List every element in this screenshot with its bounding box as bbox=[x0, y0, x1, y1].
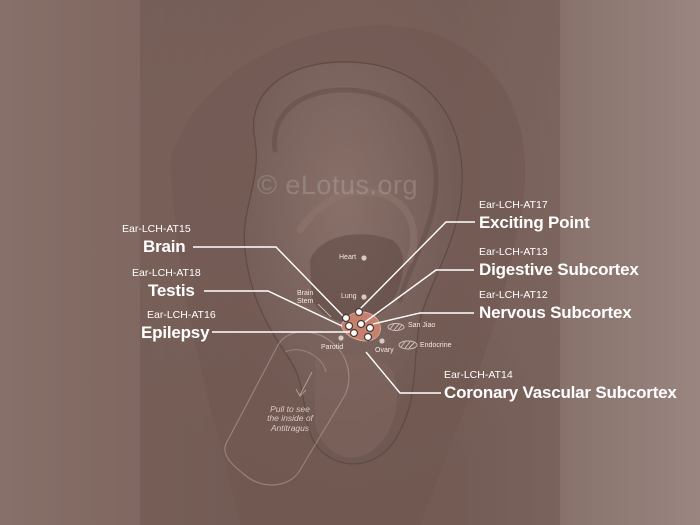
nervous-subcortex-name: Nervous Subcortex bbox=[479, 303, 632, 322]
digestive-subcortex-code: Ear-LCH-AT13 bbox=[479, 246, 548, 258]
coronary-vascular-subcortex-name: Coronary Vascular Subcortex bbox=[444, 383, 677, 402]
exciting-point-code: Ear-LCH-AT17 bbox=[479, 199, 548, 211]
epilepsy-name: Epilepsy bbox=[141, 323, 210, 342]
parotid-label: Parotid bbox=[321, 344, 344, 351]
exciting-point-name: Exciting Point bbox=[479, 213, 590, 232]
brain-stem-label-line1: Brain bbox=[297, 290, 314, 297]
brain-stem-label-line2: Stem bbox=[297, 298, 314, 305]
testis-code: Ear-LCH-AT18 bbox=[132, 267, 201, 279]
brain-name: Brain bbox=[143, 237, 186, 256]
pull-instruction-line3: Antitragus bbox=[270, 422, 310, 433]
pull-instruction-line2: the inside of bbox=[267, 413, 313, 424]
testis-name: Testis bbox=[148, 281, 195, 300]
pull-instruction-line1: Pull to see bbox=[270, 404, 310, 414]
san-jiao-label: San Jiao bbox=[408, 322, 436, 329]
digestive-subcortex-name: Digestive Subcortex bbox=[479, 260, 639, 279]
epilepsy-code: Ear-LCH-AT16 bbox=[147, 309, 216, 321]
pull-instruction: Pull to see the inside of Antitragus bbox=[255, 404, 325, 433]
ovary-label: Ovary bbox=[375, 347, 394, 354]
brain-code: Ear-LCH-AT15 bbox=[122, 223, 191, 235]
endocrine-label: Endocrine bbox=[420, 342, 452, 349]
nervous-subcortex-code: Ear-LCH-AT12 bbox=[479, 289, 548, 301]
coronary-vascular-subcortex-code: Ear-LCH-AT14 bbox=[444, 369, 513, 381]
lung-label: Lung bbox=[341, 293, 357, 300]
heart-label: Heart bbox=[339, 254, 357, 261]
watermark: © eLotus.org bbox=[257, 170, 418, 200]
